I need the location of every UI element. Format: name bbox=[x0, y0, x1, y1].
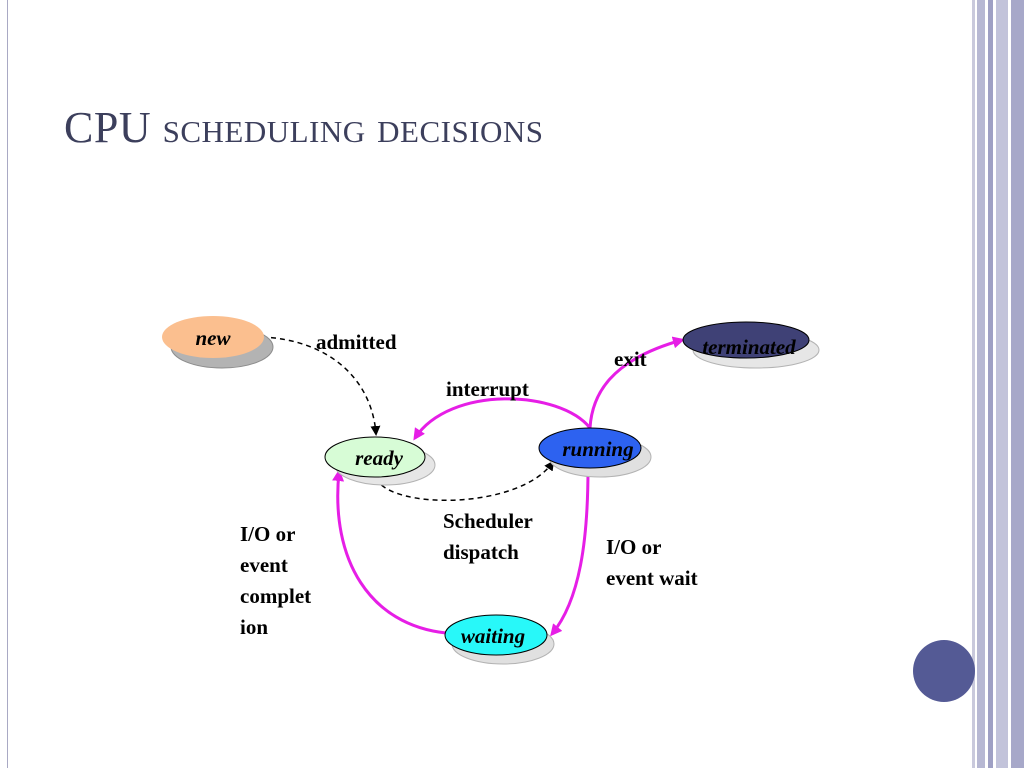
state-new: new bbox=[162, 316, 274, 369]
state-waiting-label: waiting bbox=[461, 624, 525, 648]
state-ready: ready bbox=[324, 436, 436, 486]
edge-admitted bbox=[261, 336, 381, 436]
label-admitted: admitted bbox=[316, 330, 397, 354]
edge-dispatch bbox=[375, 460, 555, 502]
state-new-label: new bbox=[195, 326, 231, 350]
label-dispatch-line2: dispatch bbox=[443, 540, 519, 564]
slide-title: CPU scheduling decisions bbox=[64, 102, 544, 153]
state-ready-label: ready bbox=[355, 446, 403, 470]
label-io-done-line1: I/O or bbox=[240, 522, 295, 546]
state-terminated-shape bbox=[682, 321, 810, 359]
label-io-done-line3: complet bbox=[240, 584, 311, 608]
left-border-line bbox=[7, 0, 8, 768]
edge-exit bbox=[588, 336, 685, 429]
slide-title-main: CPU bbox=[64, 103, 152, 152]
label-exit: exit bbox=[614, 347, 647, 371]
edge-interrupt bbox=[413, 397, 592, 441]
label-interrupt: interrupt bbox=[446, 377, 529, 401]
slide-title-rest: scheduling decisions bbox=[162, 103, 544, 152]
edge-io-completion bbox=[332, 469, 447, 635]
state-terminated: terminated bbox=[682, 321, 820, 369]
state-running: running bbox=[538, 427, 652, 478]
state-terminated-label: terminated bbox=[702, 335, 796, 359]
label-io-wait-line2: event wait bbox=[606, 566, 698, 590]
decorative-circle bbox=[913, 640, 975, 702]
label-io-wait-line1: I/O or bbox=[606, 535, 661, 559]
edge-io-event-wait bbox=[550, 467, 590, 637]
state-waiting: waiting bbox=[444, 614, 555, 665]
state-running-label: running bbox=[562, 437, 633, 461]
state-waiting-shape bbox=[444, 614, 548, 656]
state-ready-shape bbox=[324, 436, 426, 478]
state-running-shape bbox=[538, 427, 642, 469]
state-new-shape bbox=[162, 316, 264, 358]
label-io-done-line2: event bbox=[240, 553, 288, 577]
right-decorative-bars bbox=[972, 0, 1024, 768]
label-io-done-line4: ion bbox=[240, 615, 268, 639]
label-dispatch-line1: Scheduler bbox=[443, 509, 533, 533]
